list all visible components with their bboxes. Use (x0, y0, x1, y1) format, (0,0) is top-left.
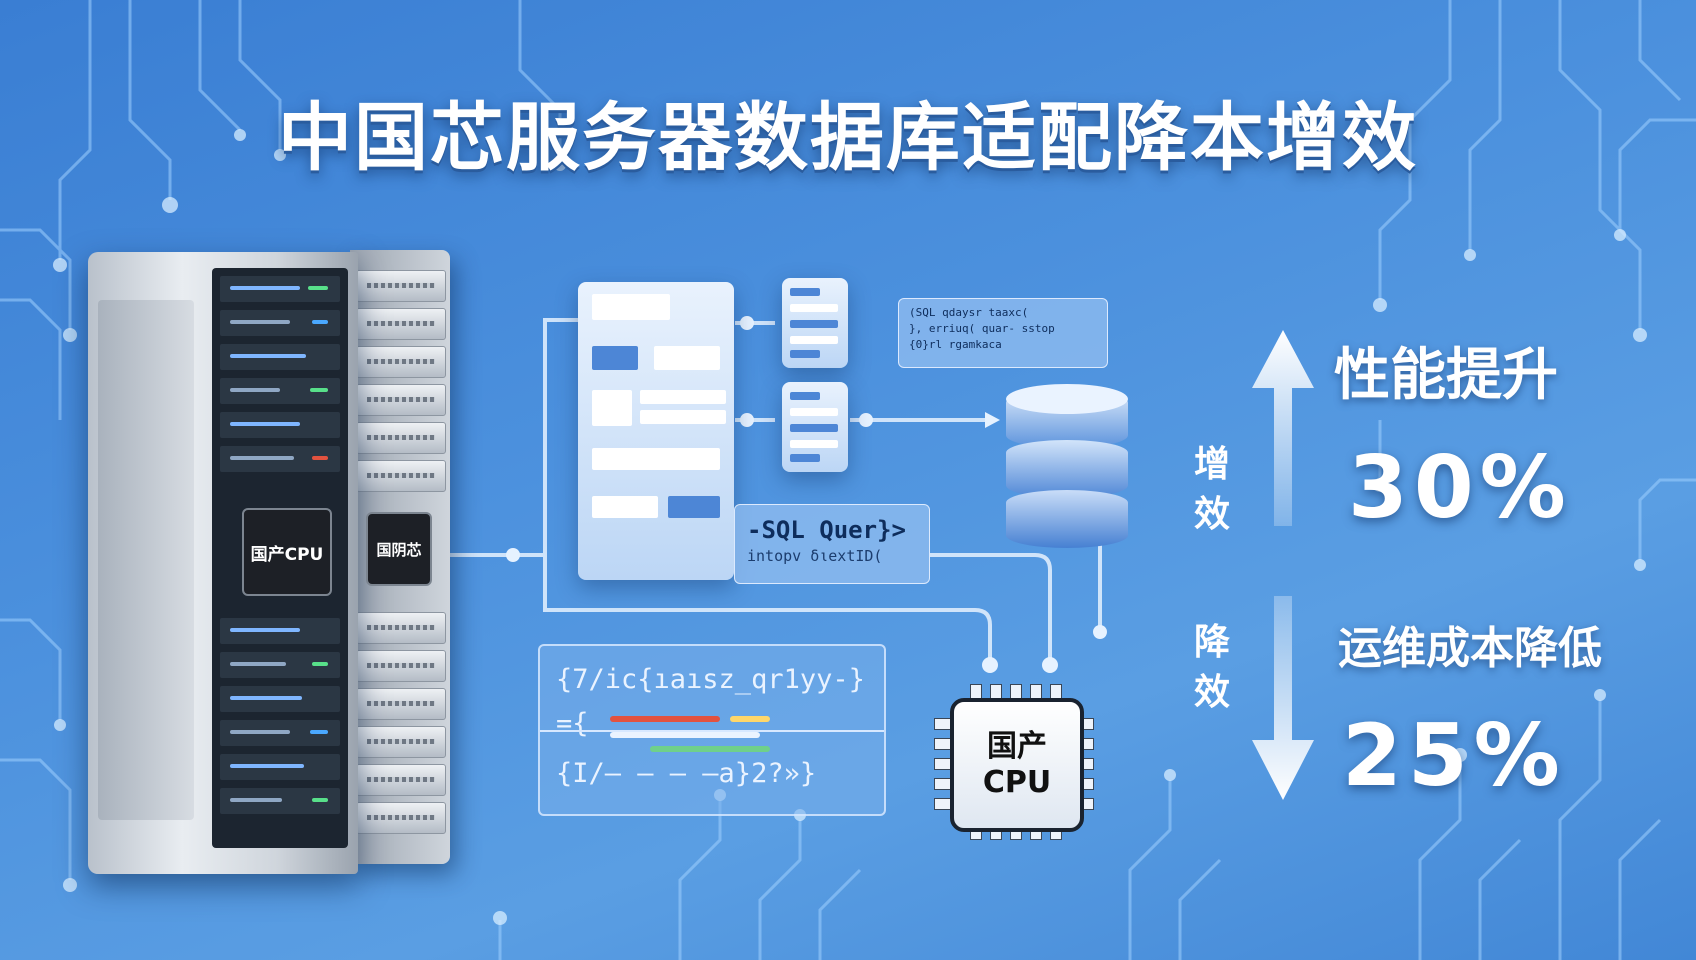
server-core-chip: 国阴芯 (366, 512, 432, 586)
sql-line-2: }, erriuq( quar- sstop (909, 322, 1055, 335)
document-card (578, 282, 734, 580)
document-small-2 (782, 382, 848, 472)
cpu-label-line2: CPU (982, 765, 1052, 800)
sql-query-title: -SQL Quer}> (747, 516, 906, 544)
page-title: 中国芯服务器数据库适配降本增效 (278, 95, 1418, 181)
drive-bay (356, 346, 446, 378)
metric-cost-value: 25% (1342, 706, 1566, 806)
vertical-char: 效 (1193, 494, 1230, 535)
cpu-label-line1: 国产 (987, 729, 1047, 764)
drive-bay (356, 460, 446, 492)
sql-snippet-box: (SQL qdaysr taaxc( }, erriuq( quar- ssto… (898, 298, 1108, 368)
arrow-down-icon (1252, 596, 1314, 800)
metric-performance-value: 30% (1348, 438, 1572, 538)
code-line-3: {I/— — — —a}2?»} (556, 758, 817, 789)
code-panel: {7/ic{ıaısz_qr1yy-} ={ {I/— — — —a}2?»} (538, 644, 886, 816)
document-small-1 (782, 278, 848, 368)
server-cpu-chip: 国产CPU (242, 508, 332, 596)
sql-query-card: -SQL Quer}> intopv διextID( (734, 504, 930, 584)
drive-bay (356, 422, 446, 454)
drive-bay (356, 384, 446, 416)
sql-line-1: (SQL qdaysr taaxc( (909, 306, 1029, 319)
server-cpu-label: 国产CPU (250, 544, 324, 565)
vertical-char: 降 (1193, 622, 1230, 663)
drive-bay (356, 726, 446, 758)
code-line-1: {7/ic{ıaısz_qr1yy-} (556, 664, 865, 695)
domestic-cpu-icon: 国产 CPU (950, 698, 1084, 832)
drive-bay (356, 612, 446, 644)
database-icon-tier (1006, 490, 1128, 548)
database-icon-tier (1006, 440, 1128, 498)
sql-query-subtitle: intopv διextID( (747, 547, 883, 565)
drive-bay (356, 764, 446, 796)
metric-arrows (1252, 330, 1314, 800)
server-rack-door (98, 300, 194, 820)
server-core-label: 国阴芯 (376, 540, 422, 559)
vertical-char: 效 (1193, 672, 1230, 713)
drive-bay (356, 308, 446, 340)
metric-cost-label: 运维成本降低 (1338, 623, 1602, 674)
vertical-char: 增 (1193, 444, 1230, 485)
database-icon (1006, 384, 1128, 414)
drive-bay (356, 802, 446, 834)
code-line-2: ={ (556, 708, 589, 739)
metric-up-vertical: 增 效 (1190, 440, 1234, 540)
metric-down-vertical: 降 效 (1190, 618, 1234, 718)
metric-performance-label: 性能提升 (1334, 343, 1558, 408)
arrow-up-icon (1252, 330, 1314, 526)
drive-bay (356, 270, 446, 302)
drive-bay (356, 650, 446, 682)
sql-line-3: {0}rl rgamkaca (909, 338, 1002, 351)
drive-bay (356, 688, 446, 720)
